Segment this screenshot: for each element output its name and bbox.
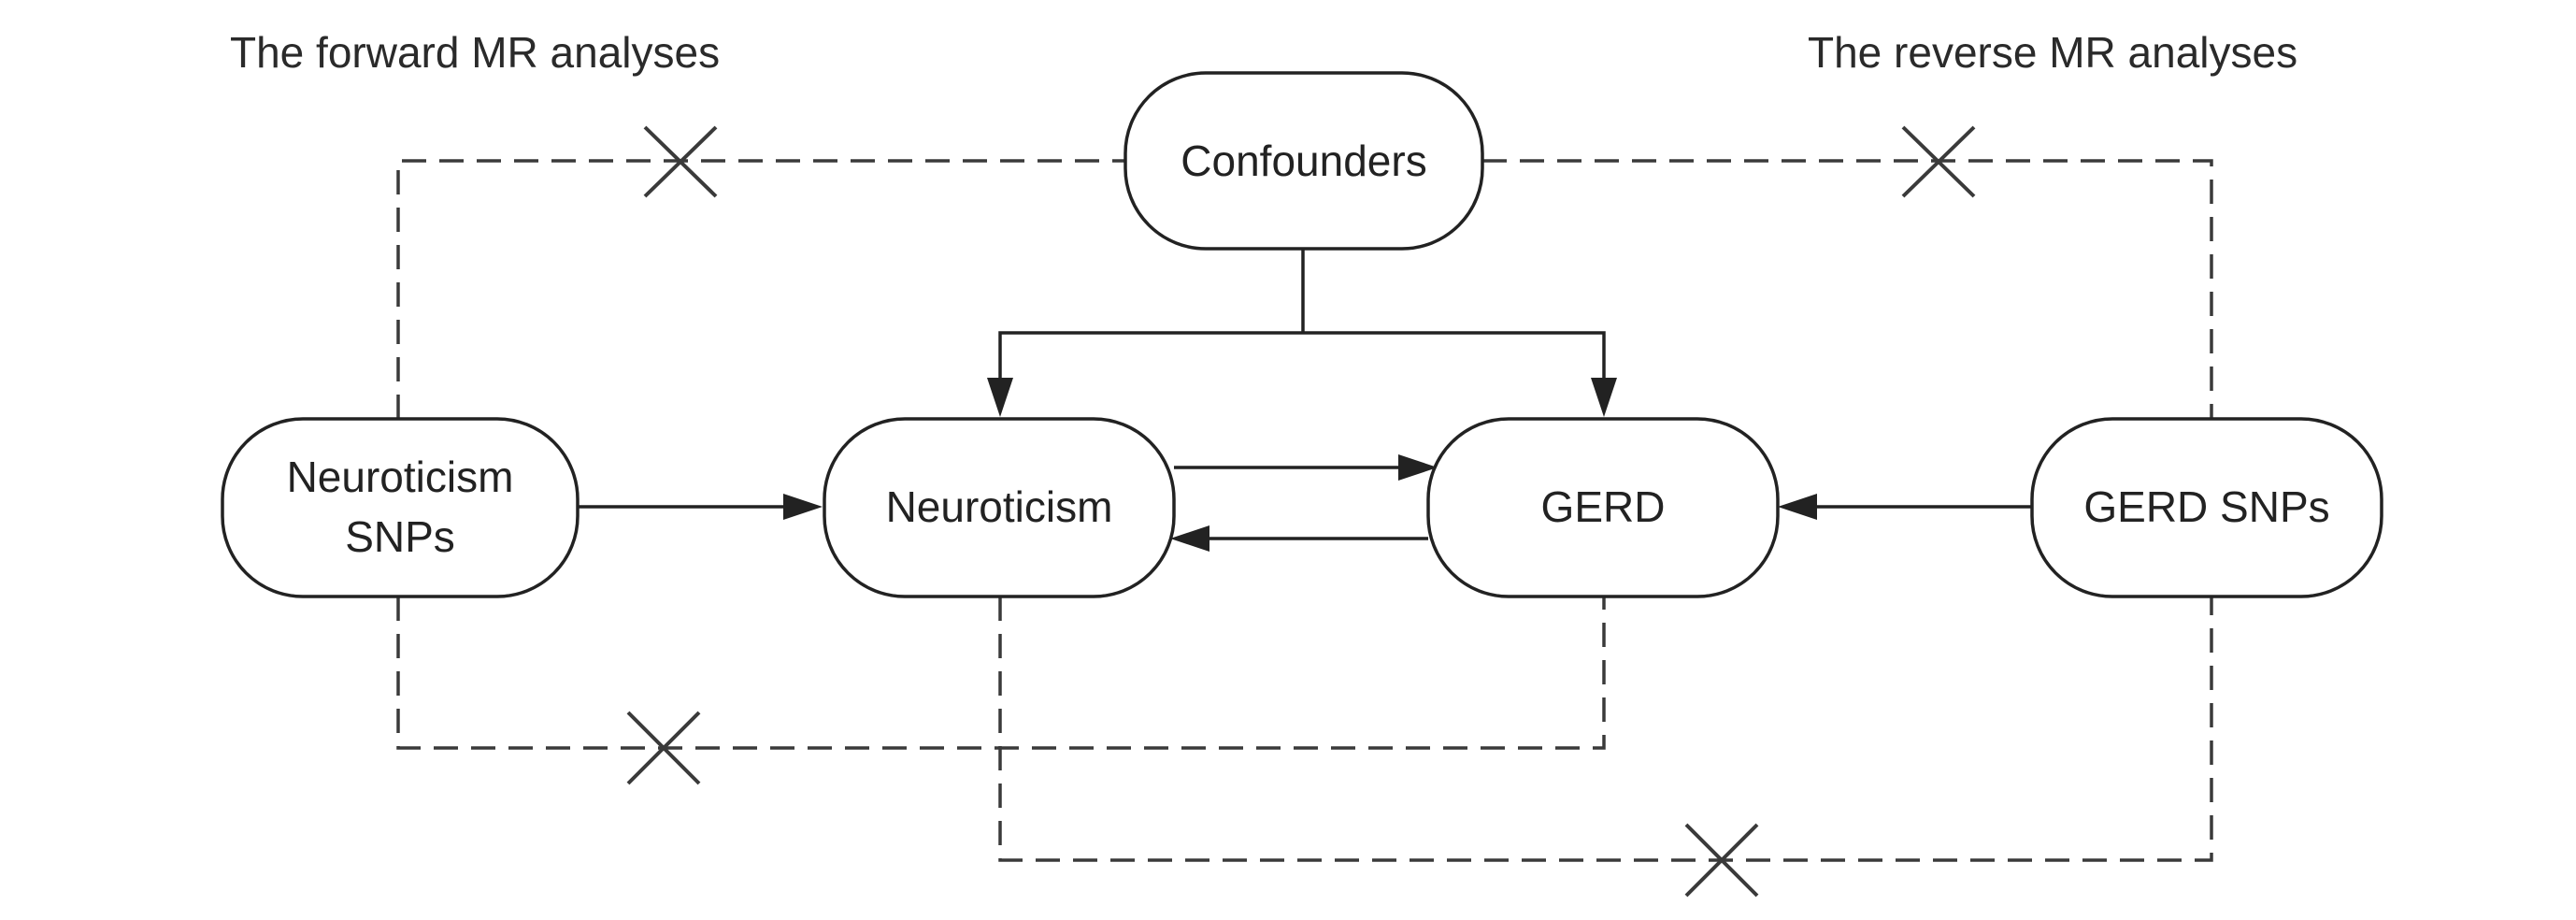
forward-mr-heading: The forward MR analyses <box>230 28 720 77</box>
cross-icon <box>1901 125 1976 198</box>
dashed-path-confounders-gsnps <box>1482 159 2213 419</box>
cross-icon <box>643 125 718 198</box>
solid-arrows <box>578 249 2032 552</box>
node-gerd-label: GERD <box>1541 482 1666 531</box>
node-neuroticism-snps-label-line2: SNPs <box>345 512 455 561</box>
arrow-gsnps-gerd <box>1778 494 1817 520</box>
node-confounders-label: Confounders <box>1181 137 1426 185</box>
cross-icon <box>1684 823 1759 898</box>
node-gerd-snps: GERD SNPs <box>2030 417 2383 598</box>
arrow-neuroticism-gerd <box>1398 454 1438 481</box>
node-confounders: Confounders <box>1123 71 1484 251</box>
node-gerd: GERD <box>1426 417 1780 598</box>
reverse-mr-heading: The reverse MR analyses <box>1808 28 2297 77</box>
node-gerd-snps-label: GERD SNPs <box>2083 482 2329 531</box>
arrow-nsnps-neuroticism <box>783 494 823 520</box>
dashed-pathways <box>396 159 2213 862</box>
arrow-confounders-gerd <box>1591 378 1617 417</box>
node-neuroticism-label: Neuroticism <box>886 482 1113 531</box>
cross-icon <box>626 711 701 785</box>
node-neuroticism-snps: Neuroticism SNPs <box>221 417 580 598</box>
dashed-path-neuroticism-gsnps <box>998 597 2213 862</box>
dashed-path-nsnps-confounders <box>396 159 1125 419</box>
arrow-gerd-neuroticism <box>1170 525 1209 552</box>
arrow-confounders-neuroticism <box>987 378 1013 417</box>
node-neuroticism: Neuroticism <box>823 417 1176 598</box>
node-neuroticism-snps-label-line1: Neuroticism <box>287 453 514 501</box>
cross-marks <box>626 125 1976 898</box>
confounders-branch <box>998 331 1606 380</box>
